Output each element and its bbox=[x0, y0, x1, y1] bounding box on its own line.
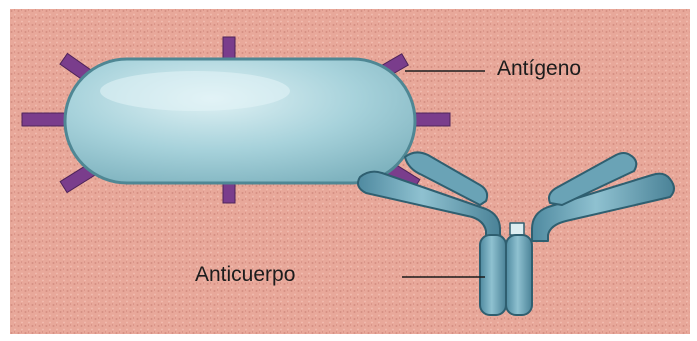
antibody-hinge bbox=[510, 223, 524, 235]
antibody-label: Anticuerpo bbox=[195, 264, 295, 285]
antibody-stem-right bbox=[506, 235, 532, 315]
illustration-panel: Antígeno Anticuerpo bbox=[10, 9, 690, 334]
antigen-label: Antígeno bbox=[497, 58, 581, 79]
antigen-highlight bbox=[100, 71, 290, 111]
antigen-antibody-illustration bbox=[10, 9, 690, 334]
antibody-stem-left bbox=[480, 235, 506, 315]
